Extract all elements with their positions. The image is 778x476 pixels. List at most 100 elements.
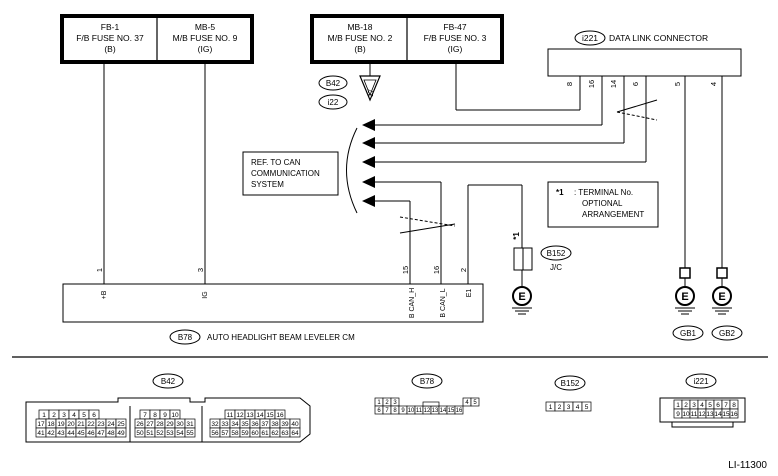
i221-pin-label: 14 xyxy=(714,411,722,418)
b42-pin-label: 27 xyxy=(146,421,154,428)
b42-pin-label: 29 xyxy=(166,421,174,428)
b42-pin-label: 3 xyxy=(62,412,66,419)
b42-pin-label: 10 xyxy=(171,412,179,419)
b78-pin-label: 8 xyxy=(393,408,397,414)
b78-pin-label: 3 xyxy=(393,400,397,406)
b78-pin-label: 11 xyxy=(416,408,423,414)
b42-pin-label: 2 xyxy=(52,412,56,419)
b78-pin-label: 2 xyxy=(385,400,389,406)
module-pin-3: 3 xyxy=(196,268,205,272)
data-link-connector-body xyxy=(547,48,742,77)
b42-pin-label: 38 xyxy=(271,421,279,428)
fuse-fb47-line2: (IG) xyxy=(448,44,463,54)
can-ref-line1: REF. TO CAN xyxy=(251,158,301,167)
b42-pin-cell xyxy=(289,427,301,438)
b152-pin-label: 5 xyxy=(585,404,589,411)
b78-pin-label: 4 xyxy=(465,400,469,406)
b78-pin-label: 16 xyxy=(456,408,463,414)
fuse-box-right xyxy=(310,14,504,64)
data-link-title: DATA LINK CONNECTOR xyxy=(609,33,708,43)
module-pin-15: 15 xyxy=(401,266,410,274)
b42-pin-label: 9 xyxy=(163,412,167,419)
fuse-mb5-line1: M/B FUSE NO. 9 xyxy=(173,33,238,43)
b42-conn-badge xyxy=(152,373,184,389)
b78-badge-text: B78 xyxy=(178,333,193,342)
b152-pin-label: 4 xyxy=(576,404,580,411)
can-ref-box xyxy=(242,151,339,196)
ground-symbol-gb2 xyxy=(712,286,732,315)
fuse-mb5-line2: (IG) xyxy=(198,44,213,54)
b42-pin-label: 64 xyxy=(291,430,299,437)
b42-pin-label: 37 xyxy=(261,421,269,428)
i221-pin-label: 15 xyxy=(722,411,730,418)
note-line3: ARRANGEMENT xyxy=(582,210,644,219)
note-line2: OPTIONAL xyxy=(582,199,623,208)
b78-pin-label: 5 xyxy=(473,400,477,406)
b42-pin-label: 6 xyxy=(92,412,96,419)
fuse-fb47-line1: F/B FUSE NO. 3 xyxy=(424,33,487,43)
i221-pin-label: 8 xyxy=(732,402,736,409)
jc-box-right xyxy=(522,247,533,271)
fuse-mb18-line1: M/B FUSE NO. 2 xyxy=(328,33,393,43)
b42-pin-label: 49 xyxy=(117,430,125,437)
b42-pin-label: 8 xyxy=(153,412,157,419)
b152-pin-label: 1 xyxy=(549,404,553,411)
b42-pin-label: 56 xyxy=(211,430,219,437)
note-line1: : TERMINAL No. xyxy=(574,188,633,197)
b42-pin-label: 19 xyxy=(57,421,65,428)
module-title: AUTO HEADLIGHT BEAM LEVELER CM xyxy=(207,333,355,342)
b42-badge xyxy=(318,75,348,91)
jc-star: *1 xyxy=(512,232,521,240)
b42-pin-label: 50 xyxy=(136,430,144,437)
b42-pin-label: 23 xyxy=(97,421,105,428)
b78-conn-badge-text: B78 xyxy=(420,377,435,386)
b78-lock-tab xyxy=(422,401,440,407)
fuse-mb5-name: MB-5 xyxy=(195,22,216,32)
b42-pin-label: 14 xyxy=(256,412,264,419)
footer-code: LI-11300 xyxy=(728,460,767,471)
i22-badge xyxy=(318,94,348,110)
b42-pin-label: 61 xyxy=(261,430,269,437)
triangle-pin-label: 17 xyxy=(368,89,375,97)
b42-pin-label: 16 xyxy=(276,412,284,419)
gb2-connector xyxy=(716,267,728,279)
b42-conn-badge-text: B42 xyxy=(161,377,176,386)
b152-pin-label: 3 xyxy=(567,404,571,411)
b78-pin-label: 13 xyxy=(432,408,439,414)
b152-conn-badge xyxy=(554,375,586,391)
b152-badge-text: B152 xyxy=(547,249,566,258)
twisted-pair-marks xyxy=(399,99,658,234)
b42-pin-label: 47 xyxy=(97,430,105,437)
b42-pin-label: 4 xyxy=(72,412,76,419)
module-pin-1: 1 xyxy=(95,268,104,272)
b42-pin-label: 63 xyxy=(281,430,289,437)
i221-pin-label: 6 xyxy=(716,402,720,409)
dlc-pin-6: 6 xyxy=(631,82,640,86)
b42-pin-label: 44 xyxy=(67,430,75,437)
b42-pin-label: 28 xyxy=(156,421,164,428)
b42-pin-label: 48 xyxy=(107,430,115,437)
b42-badge-text: B42 xyxy=(326,79,341,88)
b42-pin-label: 39 xyxy=(281,421,289,428)
b42-pin-label: 35 xyxy=(241,421,249,428)
i221-connector-outline xyxy=(659,397,746,428)
b42-pin-label: 58 xyxy=(231,430,239,437)
b42-pin-label: 18 xyxy=(47,421,55,428)
b42-pin-label: 57 xyxy=(221,430,229,437)
b42-pin-label: 51 xyxy=(146,430,154,437)
i221-conn-badge-text: i221 xyxy=(693,377,709,386)
b42-pin-label: 12 xyxy=(236,412,244,419)
triangle-connector xyxy=(359,75,381,102)
b78-pin-label: 15 xyxy=(448,408,455,414)
fuse-box-left xyxy=(60,14,254,64)
b152-pin-cell xyxy=(581,401,592,412)
i221-pin-label: 7 xyxy=(724,402,728,409)
b42-pin-label: 40 xyxy=(291,421,299,428)
b78-pin-label: 14 xyxy=(440,408,447,414)
module-pin-name-can-h: B CAN_H xyxy=(409,288,416,318)
b42-pin-label: 13 xyxy=(246,412,254,419)
